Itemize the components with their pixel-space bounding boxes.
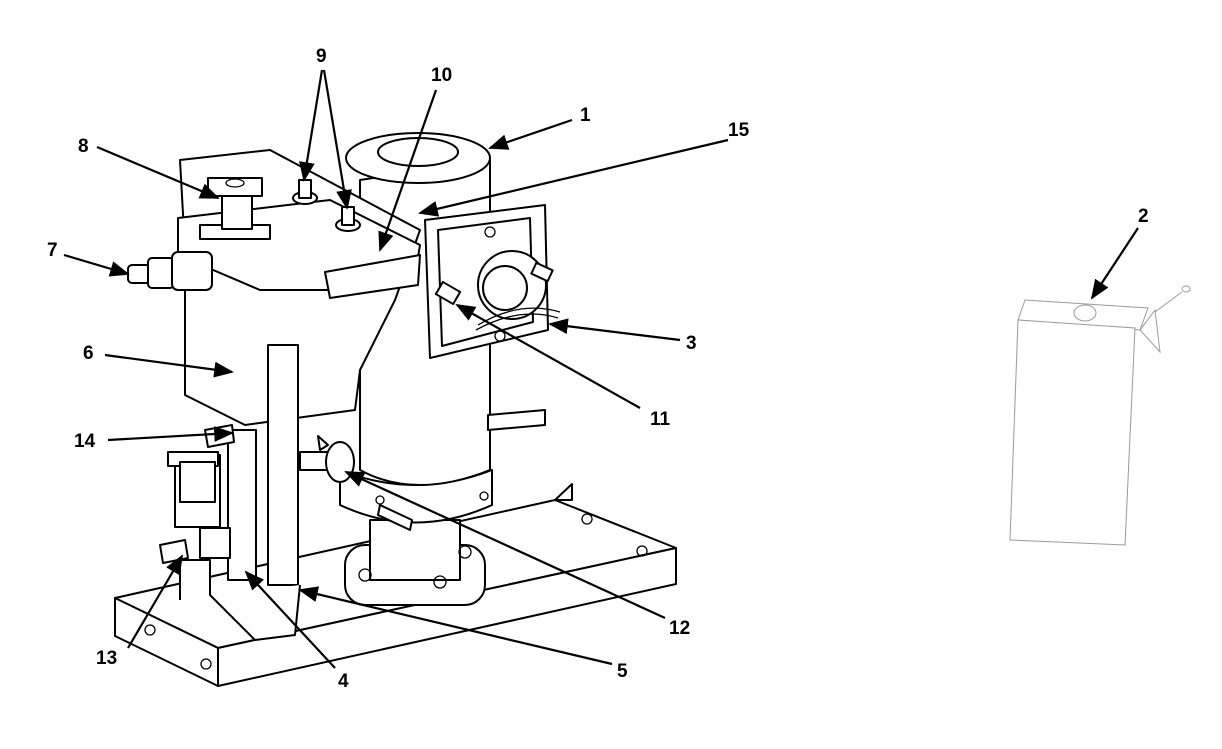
leader-10 — [378, 89, 438, 252]
leader-5 — [298, 586, 613, 666]
leader-lines — [63, 69, 1139, 669]
leader-1 — [488, 118, 573, 150]
leader-12 — [344, 470, 666, 620]
leader-8 — [96, 145, 220, 200]
leader-15 — [418, 138, 729, 217]
callout-10: 10 — [431, 65, 452, 86]
leader-9a — [299, 69, 324, 182]
callout-14: 14 — [74, 431, 96, 452]
callout-labels: 1 2 3 4 5 6 7 8 9 10 11 12 13 14 15 — [47, 46, 1149, 692]
leader-9b — [322, 69, 352, 210]
callout-12: 12 — [669, 618, 690, 639]
leader-11 — [455, 304, 641, 409]
solenoid-valve — [199, 177, 271, 240]
callout-8: 8 — [78, 136, 89, 157]
leader-7 — [63, 253, 130, 277]
leader-14 — [107, 426, 234, 442]
lower-valve-block — [159, 424, 235, 564]
callout-9: 9 — [316, 46, 327, 67]
detail-part-2 — [1009, 285, 1191, 546]
callout-3: 3 — [686, 333, 697, 354]
callout-6: 6 — [83, 343, 94, 364]
inlet-connector — [127, 251, 213, 291]
pump-head-plate — [424, 204, 561, 359]
callout-5: 5 — [617, 661, 628, 682]
top-fittings — [292, 179, 361, 232]
callout-1: 1 — [580, 105, 591, 126]
leader-6 — [104, 353, 234, 378]
callout-15: 15 — [728, 120, 750, 141]
callout-4: 4 — [338, 671, 349, 692]
leader-2 — [1090, 227, 1139, 300]
callout-11: 11 — [650, 409, 671, 430]
leader-4 — [244, 570, 336, 669]
callout-13: 13 — [96, 648, 117, 669]
leader-3 — [548, 318, 681, 342]
main-assembly — [114, 132, 677, 687]
callout-2: 2 — [1138, 206, 1149, 227]
callout-7: 7 — [47, 240, 58, 261]
leader-13 — [127, 554, 184, 649]
